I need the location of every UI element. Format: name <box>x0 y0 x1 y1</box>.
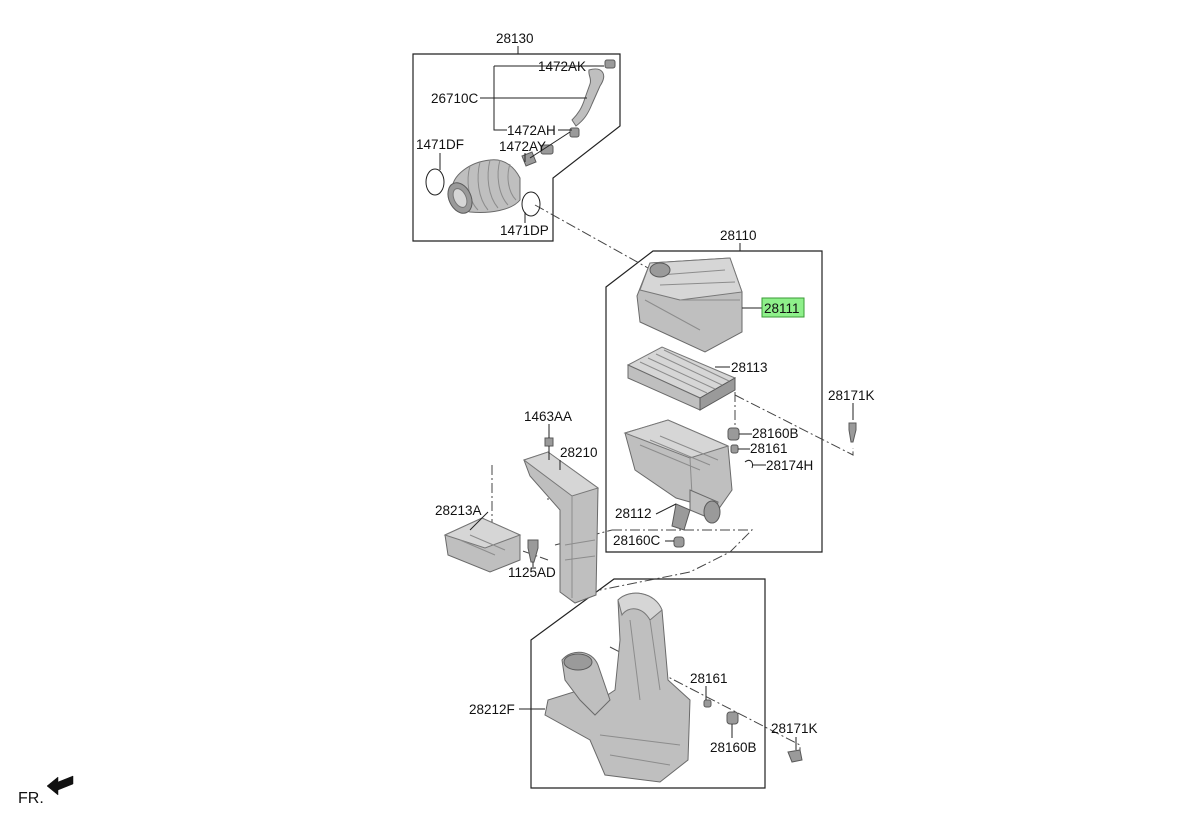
label-28160C[interactable]: 28160C <box>613 533 661 548</box>
label-28113[interactable]: 28113 <box>731 360 768 375</box>
label-1472AH[interactable]: 1472AH <box>507 123 556 138</box>
highlight-28111[interactable] <box>761 297 805 318</box>
label-28213A[interactable]: 28213A <box>435 503 482 518</box>
frame-28110 <box>605 250 823 553</box>
air-intake-hose-28130 <box>425 59 616 217</box>
resonator-28212F <box>544 592 803 783</box>
front-direction-indicator: FR. <box>18 775 74 807</box>
label-28174H[interactable]: 28174H <box>766 458 813 473</box>
label-1463AA[interactable]: 1463AA <box>524 409 572 424</box>
label-1471DF[interactable]: 1471DF <box>416 137 464 152</box>
leader-lines <box>439 46 854 750</box>
label-28210[interactable]: 28210 <box>560 445 598 460</box>
label-28160B-lower[interactable]: 28160B <box>710 740 757 755</box>
frame-28212F <box>530 578 766 789</box>
bracket-28213A <box>443 517 539 573</box>
label-28171K-lower[interactable]: 28171K <box>771 721 818 736</box>
front-arrow-icon <box>46 775 74 796</box>
label-28161-upper[interactable]: 28161 <box>750 441 788 456</box>
label-28130[interactable]: 28130 <box>496 31 534 46</box>
label-28160B-upper[interactable]: 28160B <box>752 426 799 441</box>
label-28171K-upper[interactable]: 28171K <box>828 388 875 403</box>
label-28212F[interactable]: 28212F <box>469 702 515 717</box>
label-26710C[interactable]: 26710C <box>431 91 479 106</box>
label-28110[interactable]: 28110 <box>720 228 757 243</box>
label-1125AD[interactable]: 1125AD <box>508 565 556 580</box>
frame-28130 <box>412 53 621 242</box>
label-28111[interactable]: 28111 <box>764 301 800 316</box>
label-1472AY[interactable]: 1472AY <box>499 139 546 154</box>
label-28161-lower[interactable]: 28161 <box>690 671 728 686</box>
label-1472AK[interactable]: 1472AK <box>538 59 586 74</box>
label-1471DP[interactable]: 1471DP <box>500 223 549 238</box>
label-28112[interactable]: 28112 <box>615 506 652 521</box>
air-cleaner-28110 <box>623 257 857 548</box>
air-duct-28210 <box>522 437 600 604</box>
fr-label: FR. <box>18 790 44 807</box>
